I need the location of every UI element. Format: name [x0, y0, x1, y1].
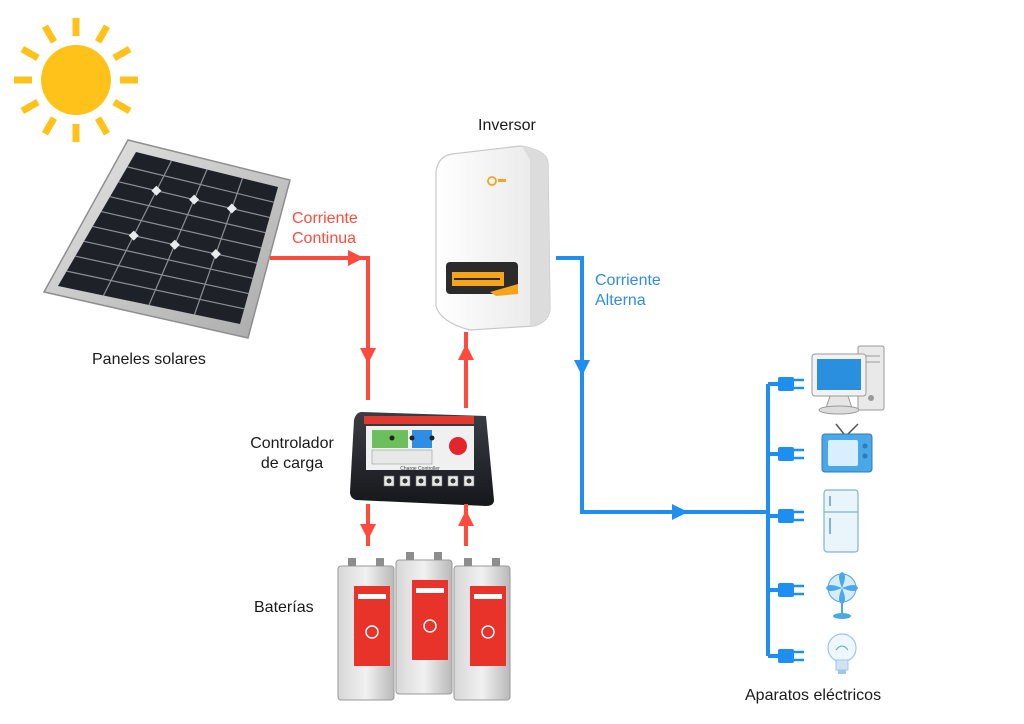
plug-icon [768, 649, 804, 663]
dc-arrow-icon [348, 250, 474, 540]
charge-controller-image: Charge Controller [350, 412, 494, 506]
tv-icon [821, 423, 873, 473]
plug-icon [768, 509, 804, 523]
charge-controller-label: Controlador de carga [250, 435, 334, 472]
controller-brand-text: Charge Controller [400, 466, 440, 472]
solar-panels-label: Paneles solares [92, 351, 206, 368]
battery-unit [337, 558, 395, 701]
bulb-icon [827, 633, 857, 674]
batteries-image [337, 552, 511, 701]
computer-icon [811, 345, 885, 415]
batteries-label: Baterías [254, 599, 314, 616]
inverter-label: Inversor [478, 117, 536, 134]
ac-current-label: Corriente Alterna [595, 272, 661, 309]
fan-icon [826, 572, 858, 619]
appliances-label: Aparatos eléctricos [745, 687, 882, 704]
battery-unit [395, 552, 453, 695]
sun-icon [14, 18, 138, 142]
battery-unit [453, 558, 511, 701]
plug-icon [768, 447, 804, 461]
fridge-icon [823, 489, 859, 553]
inverter-image [435, 145, 551, 331]
plug-icon [768, 377, 804, 391]
ac-current-line [556, 256, 770, 656]
ac-arrow-icon [574, 360, 688, 520]
solar-panel-image [42, 139, 291, 339]
dc-current-label: Corriente Continua [292, 210, 358, 247]
plug-icon [768, 583, 804, 597]
